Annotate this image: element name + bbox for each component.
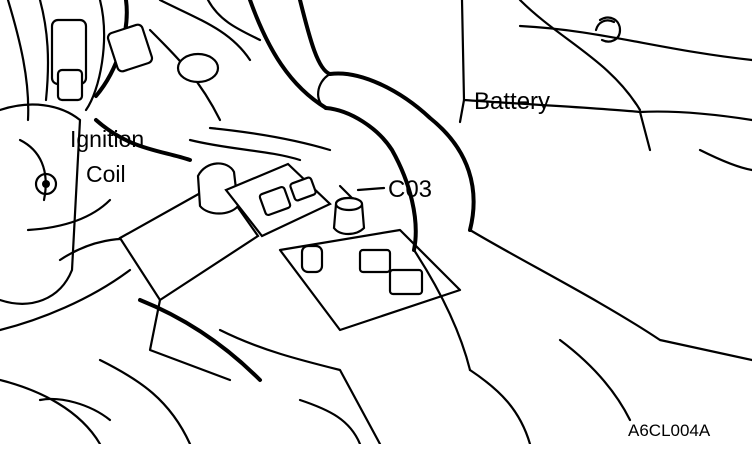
connector-c03-label: C03 bbox=[388, 176, 433, 203]
wiring-harness-top-left bbox=[6, 0, 262, 122]
battery-label: Battery bbox=[474, 88, 551, 115]
ignition-coil-label-line2: Coil bbox=[86, 161, 126, 187]
c03-leader-line bbox=[356, 186, 386, 192]
ignition-coil-label-line1: Ignition bbox=[70, 126, 145, 152]
battery-outline bbox=[458, 0, 752, 172]
coil-bracket bbox=[118, 126, 332, 382]
ignition-coil bbox=[0, 103, 192, 332]
connector-c03 bbox=[332, 184, 366, 236]
intake-hose bbox=[248, 0, 752, 372]
figure-code-label: A6CL004A bbox=[628, 421, 711, 440]
engine-block bbox=[0, 228, 632, 446]
